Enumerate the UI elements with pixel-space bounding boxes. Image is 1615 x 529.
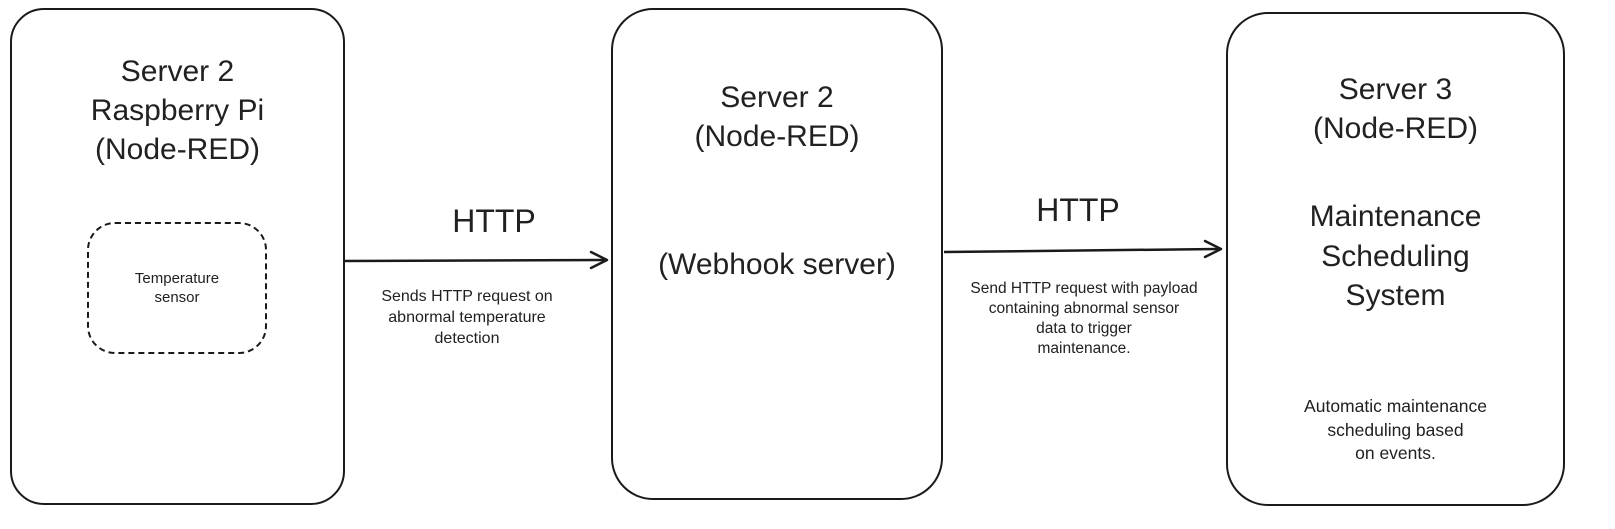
node-subtitle: Maintenance Scheduling System [1309,200,1482,313]
arrow-2-head-icon [1203,239,1223,259]
arrow-1-description: Sends HTTP request on abnormal temperatu… [381,288,553,347]
arrow-2 [944,239,1223,259]
arrow-2-description: Send HTTP request with payload containin… [970,280,1198,358]
temperature-sensor-label: Temperature sensor [134,269,220,307]
node-subtitle: (Webhook server) [658,248,896,281]
node-server2-webhook: Server 2 (Node-RED) (Webhook server) [611,8,943,500]
node-title: Server 2 Raspberry Pi (Node-RED) [90,55,265,166]
arrow-2-protocol-label: HTTP [1036,192,1120,228]
arrow-1 [344,250,609,270]
node-server3-maintenance: Server 3 (Node-RED) Maintenance Scheduli… [1226,12,1565,506]
node-server2-raspberry-pi: Server 2 Raspberry Pi (Node-RED) Tempera… [10,8,345,505]
temperature-sensor-node: Temperature sensor [87,222,267,354]
node-title: Server 3 (Node-RED) [1312,73,1479,145]
arrow-1-head-icon [589,250,609,270]
node-note: Automatic maintenance scheduling based o… [1304,396,1487,464]
node-title: Server 2 (Node-RED) [694,81,860,153]
arrow-1-protocol-label: HTTP [452,203,536,239]
